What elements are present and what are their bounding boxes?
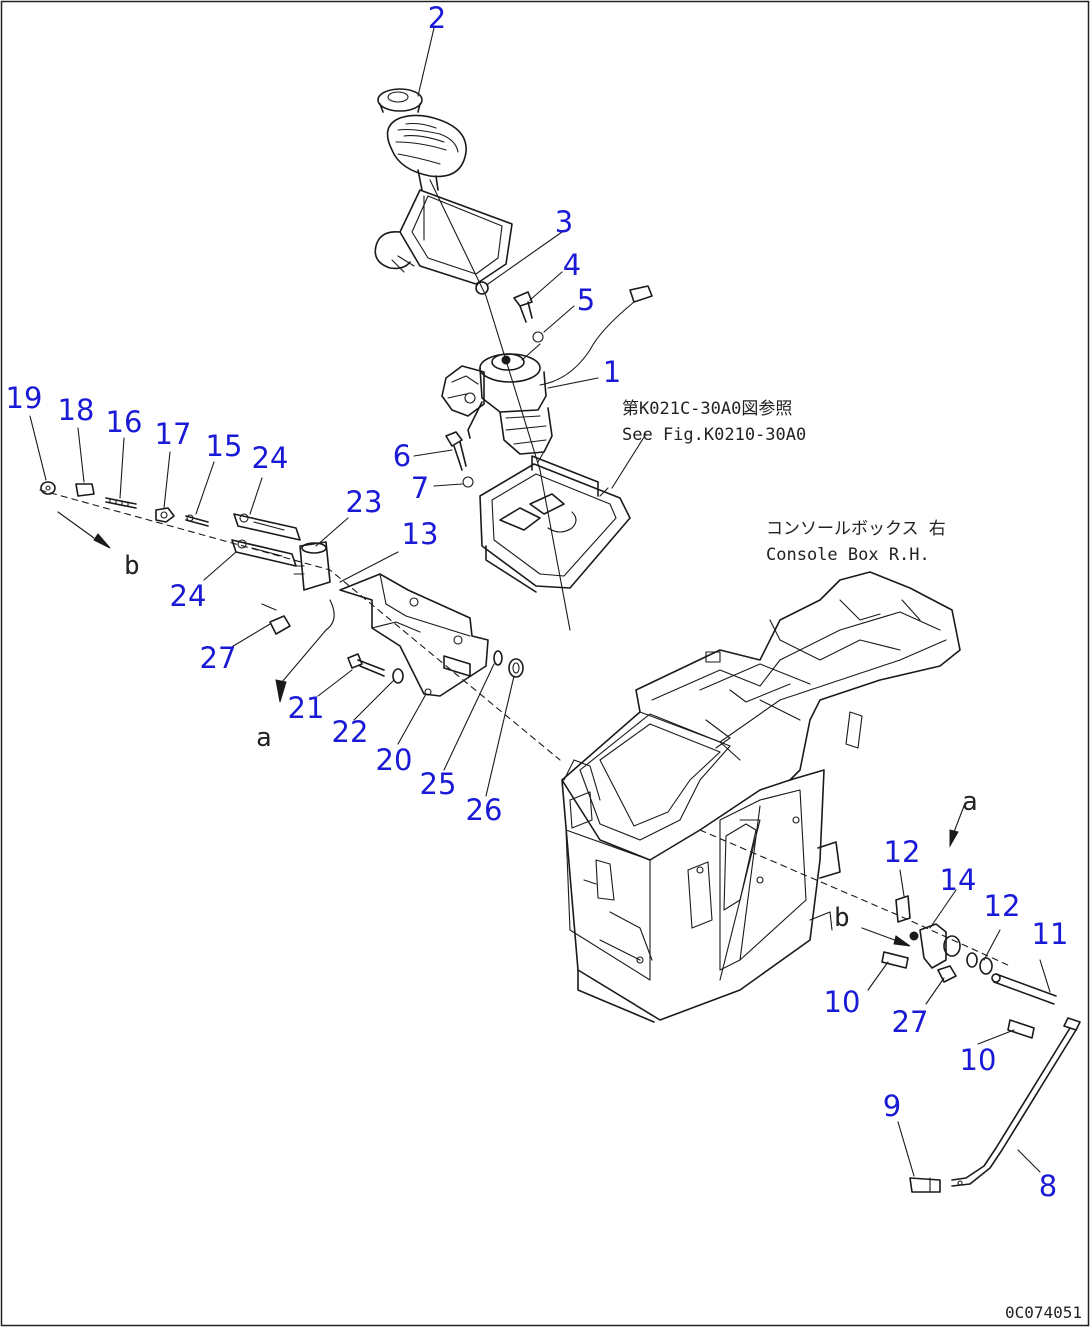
- lever-linkage-left: [39, 481, 561, 761]
- callout-4: 4: [563, 248, 581, 282]
- callout-17: 17: [155, 417, 192, 451]
- callout-24-upper: 24: [252, 441, 289, 475]
- console-label-jp: コンソールボックス 右: [766, 519, 946, 539]
- view-letter-a-right: a: [962, 787, 978, 817]
- lever-bracket: [275, 573, 524, 703]
- view-letter-b-left: b: [124, 551, 140, 581]
- callout-22: 22: [332, 715, 369, 749]
- callout-25: 25: [420, 767, 457, 801]
- boot-harness: [374, 179, 571, 631]
- callout-21: 21: [288, 691, 325, 725]
- small-parts-3-4-5: [475, 281, 653, 386]
- callout-26: 26: [466, 793, 503, 827]
- callout-16: 16: [106, 405, 143, 439]
- console-label-en: Console Box R.H.: [766, 545, 930, 565]
- callout-7: 7: [411, 471, 429, 505]
- valve-mount-plate: [479, 447, 631, 593]
- view-letter-a-left: a: [256, 723, 272, 753]
- callout-19: 19: [6, 381, 43, 415]
- callout-9: 9: [883, 1089, 901, 1123]
- joystick-valve: [441, 343, 553, 455]
- callout-14: 14: [940, 863, 977, 897]
- callout-3: 3: [555, 205, 573, 239]
- callout-27-left: 27: [200, 641, 237, 675]
- callout-23: 23: [346, 485, 383, 519]
- callout-24-lower: 24: [170, 579, 207, 613]
- callout-20: 20: [376, 743, 413, 777]
- callout-15: 15: [206, 429, 243, 463]
- callout-6: 6: [393, 439, 411, 473]
- callout-13: 13: [402, 517, 439, 551]
- callout-27-right: 27: [892, 1005, 929, 1039]
- callout-8: 8: [1039, 1169, 1057, 1203]
- callout-2: 2: [428, 1, 446, 35]
- lever-linkage-right: [699, 805, 1081, 1193]
- reference-note-jp: 第K021C-30A0図参照: [622, 399, 792, 419]
- view-letter-b-right: b: [834, 903, 850, 933]
- callout-18: 18: [58, 393, 95, 427]
- console-box: [561, 571, 961, 1023]
- reference-note-en: See Fig.K0210-30A0: [622, 425, 806, 445]
- callout-12-left: 12: [884, 835, 921, 869]
- callout-1: 1: [603, 355, 621, 389]
- bolt-6-washer-7: [445, 431, 474, 488]
- leader-lines: [29, 27, 647, 797]
- callout-12-right: 12: [984, 889, 1021, 923]
- callout-5: 5: [577, 283, 595, 317]
- joystick-grip: [377, 88, 467, 191]
- callout-10-right: 10: [960, 1043, 997, 1077]
- callout-10-left: 10: [824, 985, 861, 1019]
- drawing-code: 0C074051: [1005, 1303, 1082, 1322]
- callout-11: 11: [1032, 917, 1069, 951]
